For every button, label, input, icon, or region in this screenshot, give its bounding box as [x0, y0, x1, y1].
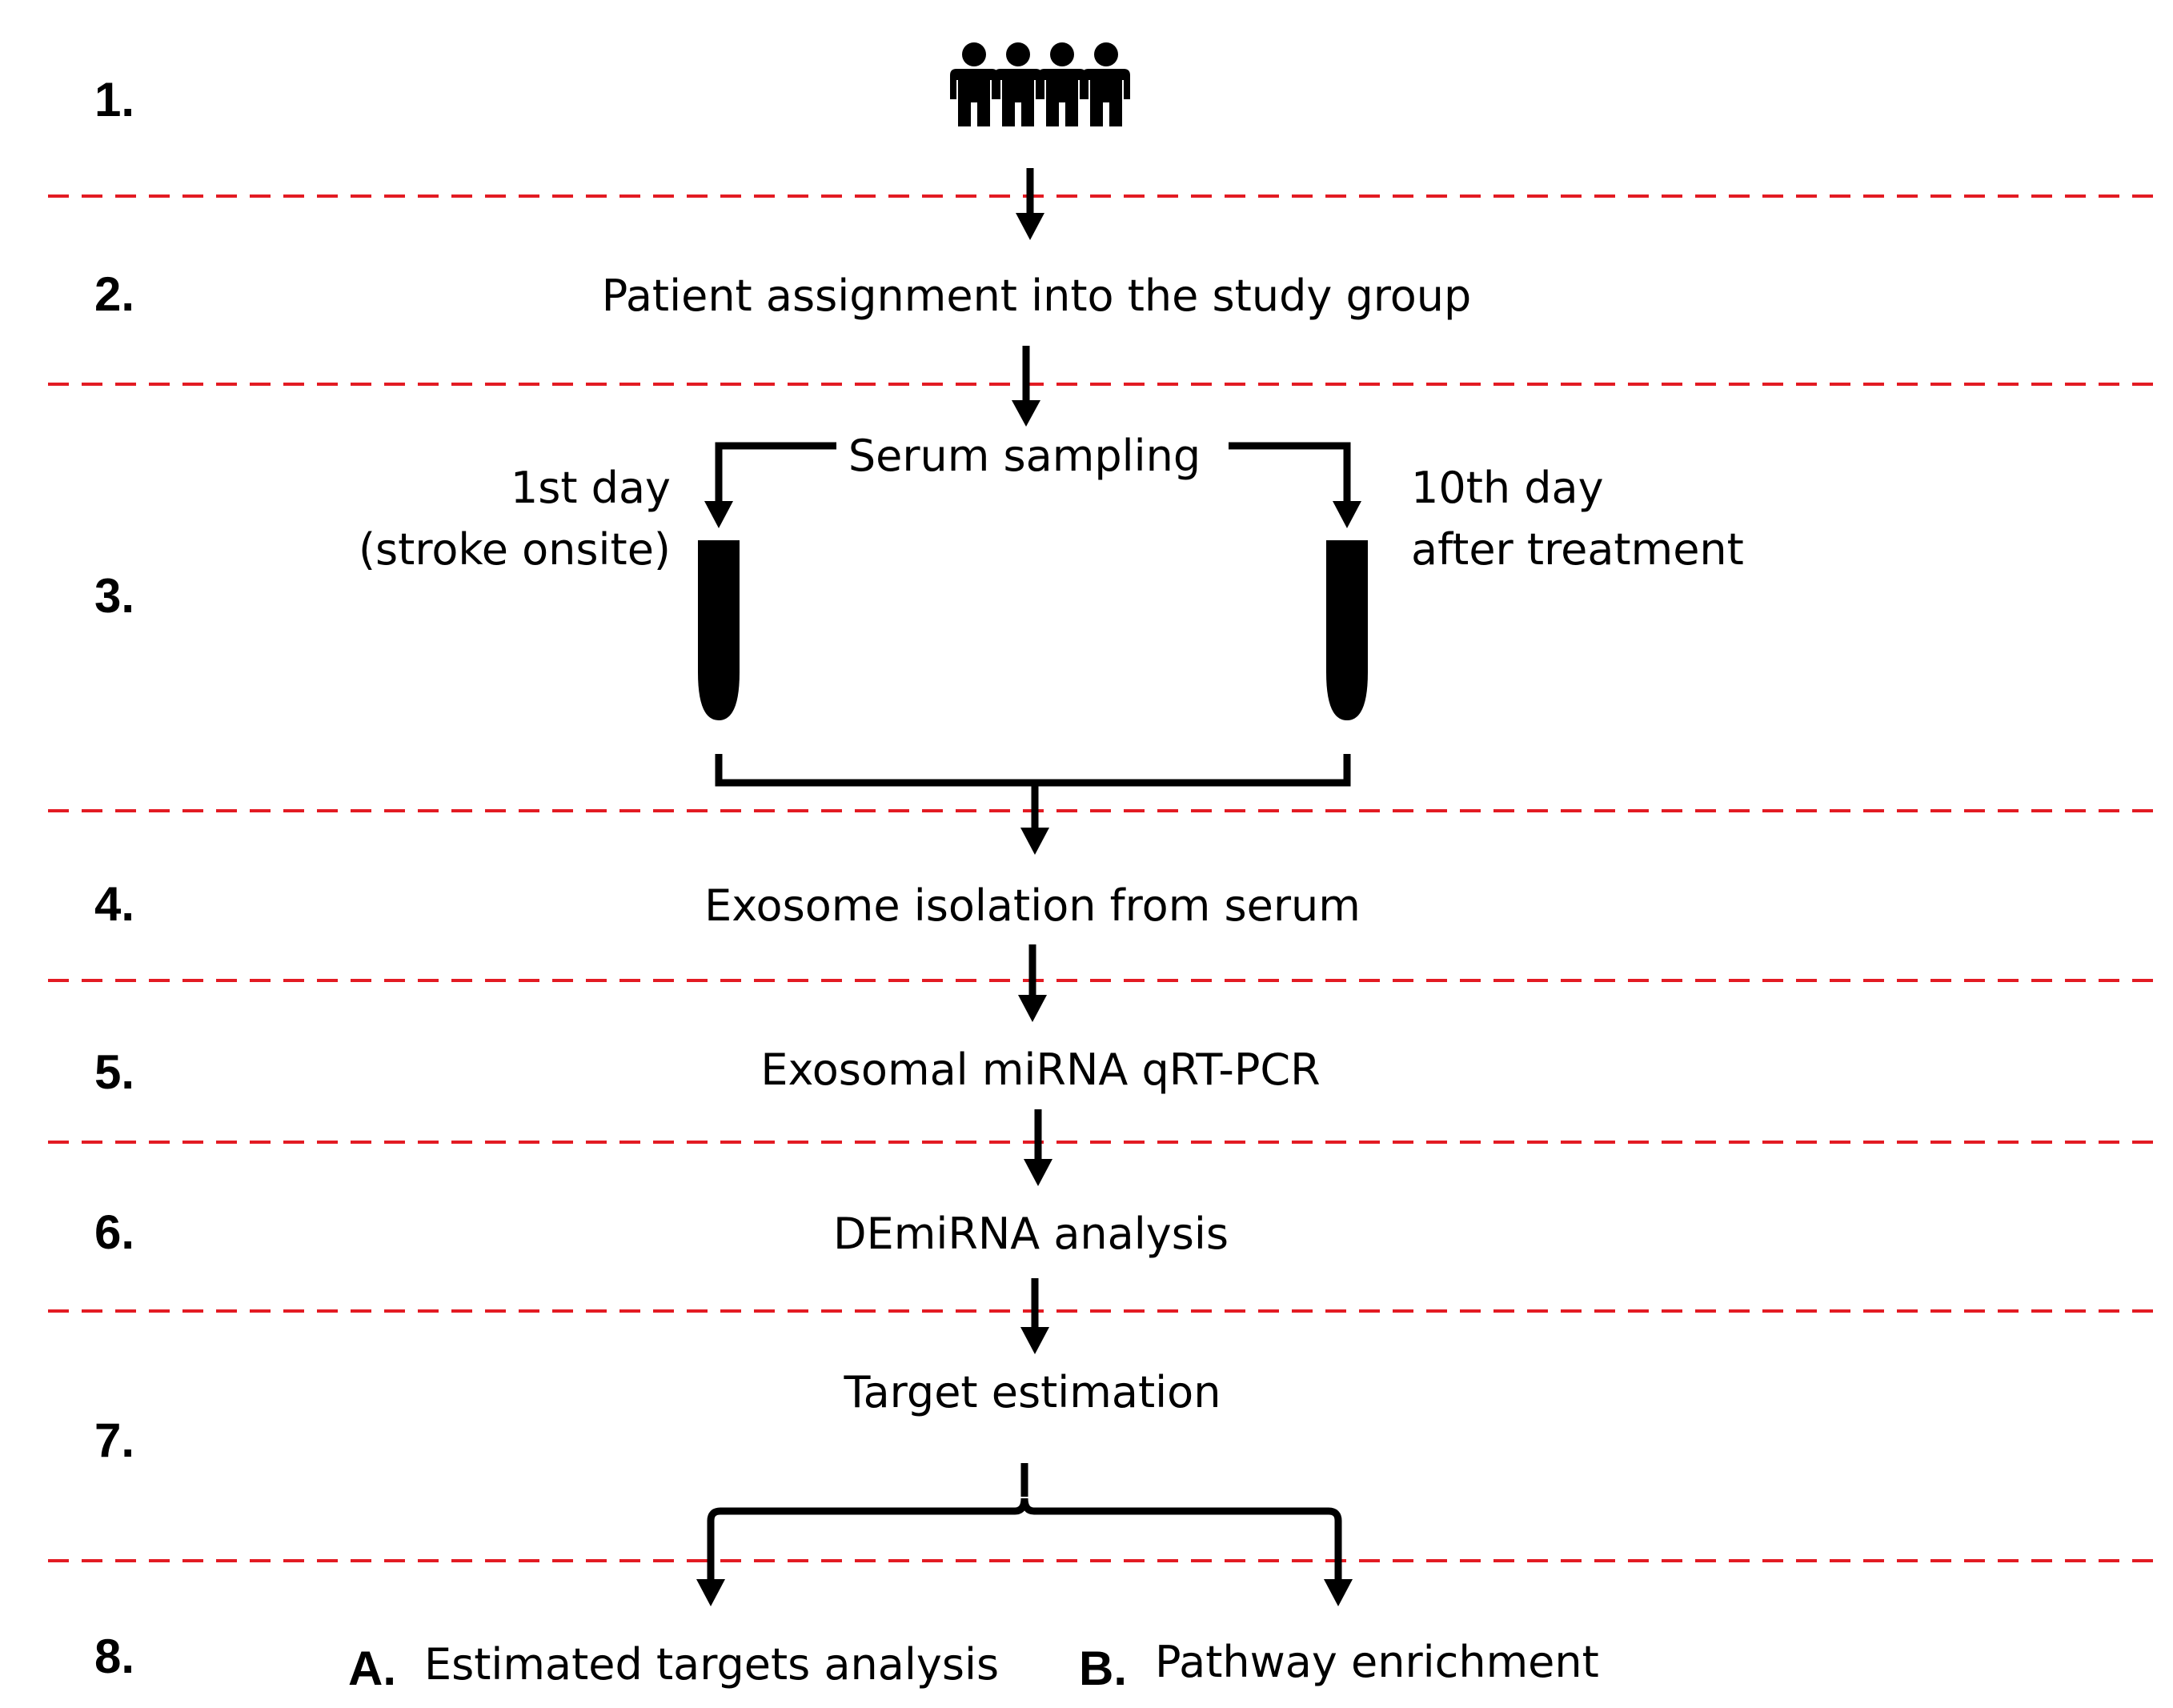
- step-number-8: 8.: [94, 1630, 134, 1683]
- arrow-down: [1018, 944, 1047, 1022]
- qrtpcr-text: Exosomal miRNA qRT-PCR: [760, 1044, 1320, 1095]
- step-number-1: 1.: [94, 73, 134, 126]
- arrow-down: [1024, 1109, 1052, 1186]
- option-b-letter: B.: [1079, 1642, 1127, 1695]
- day1-label-line2: (stroke onsite): [359, 524, 671, 575]
- demirna-analysis-text: DEmiRNA analysis: [833, 1209, 1229, 1259]
- branch-right-arrow: [1229, 442, 1361, 528]
- day10-label-line1: 10th day: [1411, 463, 1604, 513]
- serum-sampling-text: Serum sampling: [848, 431, 1201, 481]
- branch-left-arrow: [704, 442, 836, 528]
- target-estimation-text: Target estimation: [844, 1367, 1221, 1417]
- test-tube-icon: [1326, 540, 1368, 720]
- step-assignment-text: Patient assignment into the study group: [602, 271, 1472, 321]
- option-a-text: Estimated targets analysis: [424, 1639, 999, 1690]
- arrow-down: [1012, 346, 1040, 427]
- arrow-down: [1016, 168, 1044, 240]
- merge-bracket-arrow: [715, 754, 1351, 855]
- people-group-icon: [950, 42, 1130, 126]
- option-a-letter: A.: [348, 1642, 396, 1695]
- day1-label-line1: 1st day: [511, 463, 671, 513]
- exosome-isolation-text: Exosome isolation from serum: [704, 880, 1361, 931]
- arrow-down: [1020, 1278, 1049, 1354]
- step-number-3: 3.: [94, 569, 134, 623]
- step-number-5: 5.: [94, 1045, 134, 1099]
- step-number-6: 6.: [94, 1205, 134, 1259]
- day10-label-line2: after treatment: [1411, 524, 1744, 575]
- split-brace-arrow: [696, 1463, 1353, 1606]
- step-number-4: 4.: [94, 877, 134, 931]
- step-number-2: 2.: [94, 267, 134, 321]
- test-tube-icon: [698, 540, 740, 720]
- step-number-7: 7.: [94, 1413, 134, 1467]
- step-separators: [48, 194, 2161, 1562]
- option-b-text: Pathway enrichment: [1155, 1637, 1599, 1687]
